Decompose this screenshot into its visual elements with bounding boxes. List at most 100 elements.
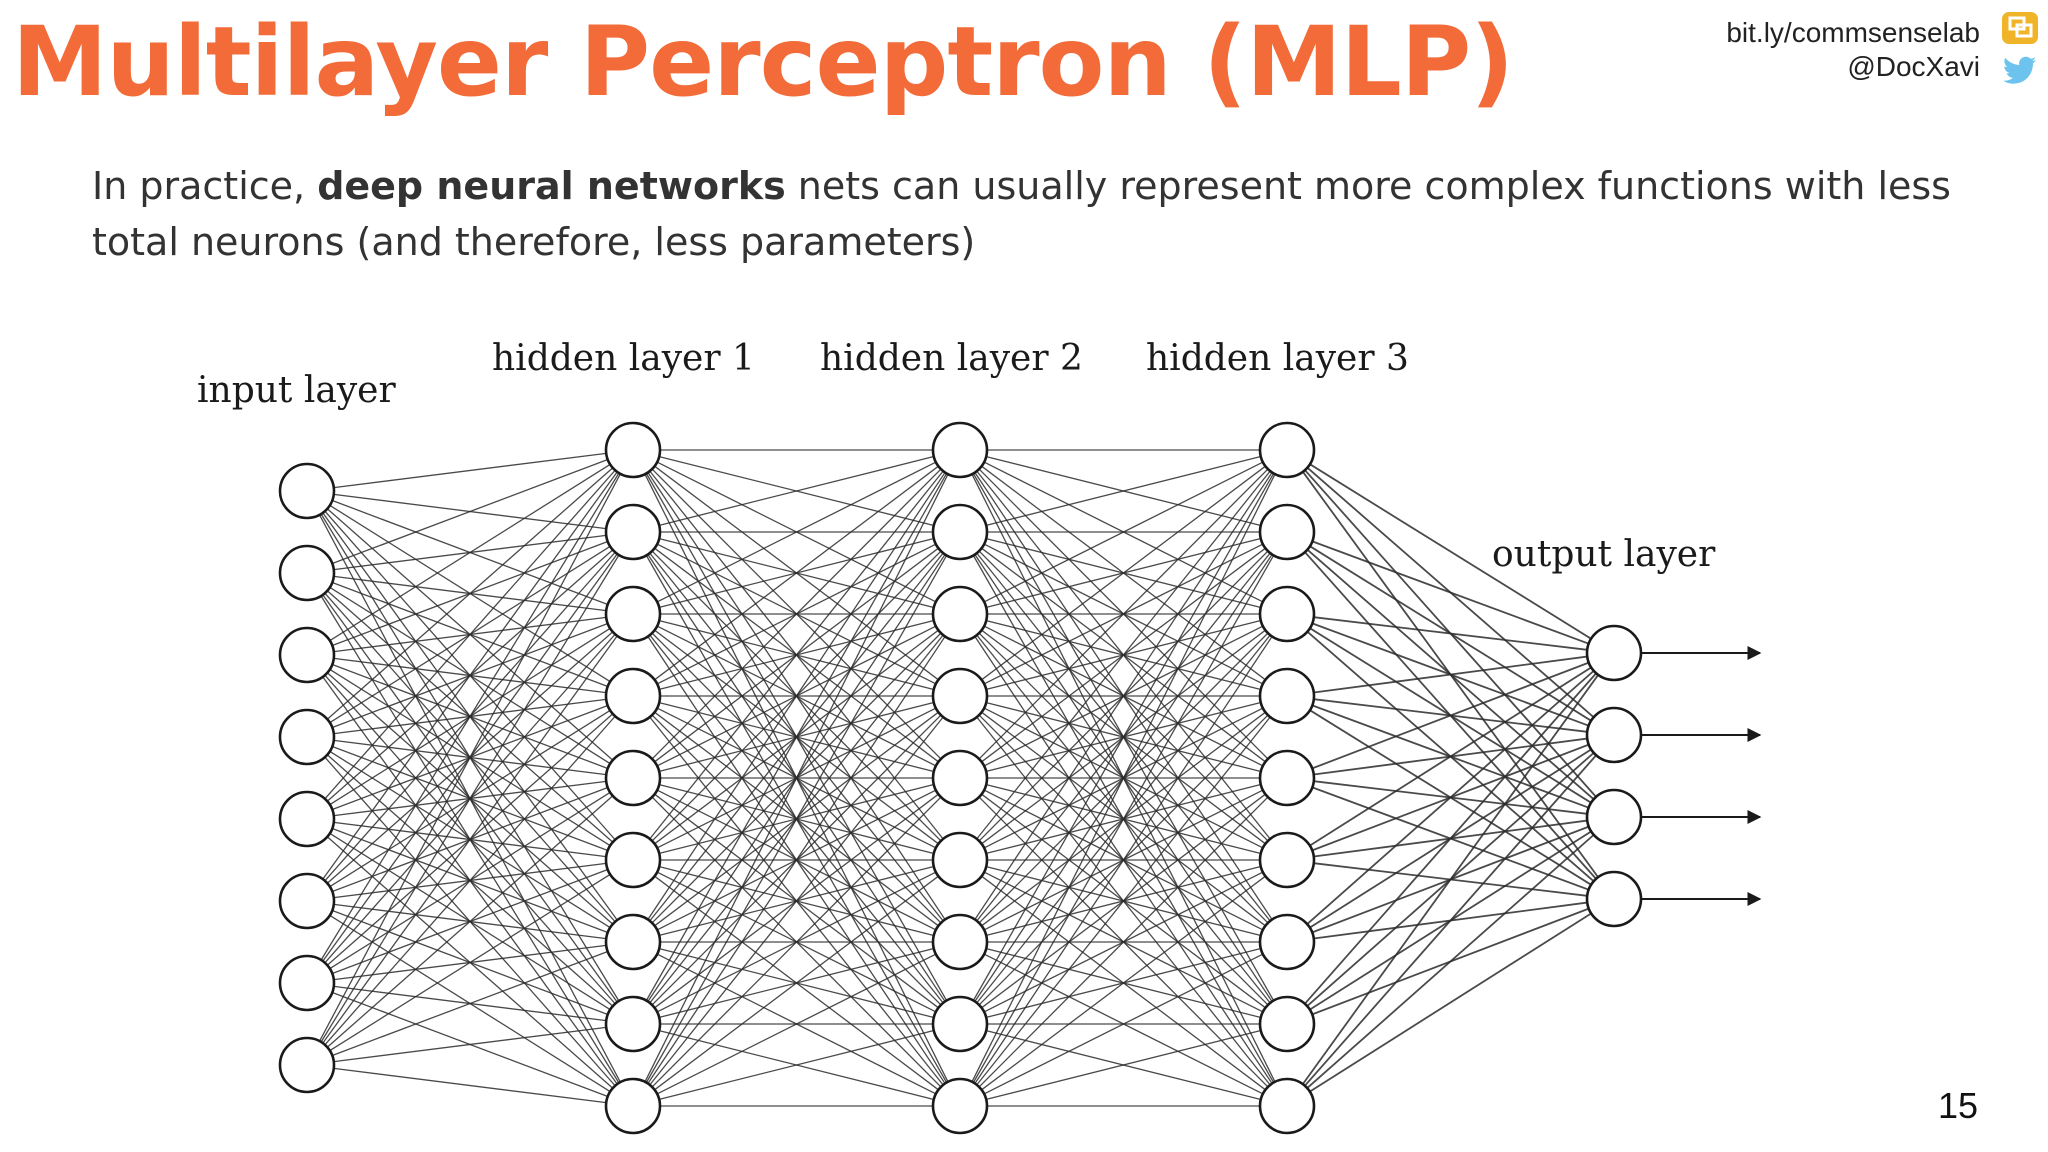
neuron-layer3-0: [1258, 421, 1316, 479]
connection-l3-8-to-2: [1306, 834, 1594, 1089]
neuron-layer1-0: [604, 421, 662, 479]
connection-l2-2-to-0: [983, 462, 1263, 603]
connection-l3-7-to-0: [1304, 673, 1597, 1005]
connection-l2-5-to-0: [976, 471, 1271, 840]
connection-l3-0-to-0: [1309, 463, 1591, 639]
connection-l0-7-to-5: [329, 874, 610, 1052]
neuron-layer2-6: [931, 913, 989, 971]
connection-l1-7-to-0: [645, 473, 947, 1001]
connection-l1-8-to-5: [654, 876, 938, 1091]
connection-l2-6-to-0: [974, 472, 1273, 920]
connection-l1-8-to-2: [647, 636, 946, 1084]
connection-l0-0-to-0: [333, 452, 606, 489]
neuron-layer2-4: [931, 749, 989, 807]
connection-l3-4-to-0: [1311, 662, 1589, 770]
neuron-layer2-3: [931, 667, 989, 725]
connection-l3-8-to-1: [1304, 755, 1597, 1087]
layer-label-input: input layer: [197, 370, 396, 411]
body-suffix: nets can usually represent more complex …: [92, 164, 1951, 264]
connection-l1-8-to-4: [651, 797, 941, 1088]
layer-label-hidden-2: hidden layer 2: [820, 338, 1083, 379]
neuron-layer4-2: [1585, 788, 1643, 846]
credits: bit.ly/commsenselab @DocXavi: [1726, 16, 1980, 84]
connection-l1-8-to-0: [644, 474, 949, 1083]
neuron-layer3-6: [1258, 913, 1316, 971]
neuron-layer4-1: [1585, 706, 1643, 764]
connection-l2-8-to-4: [978, 797, 1268, 1088]
neuron-layer1-3: [604, 667, 662, 725]
connection-l2-8-to-1: [972, 555, 1274, 1083]
connection-l2-8-to-7: [986, 1030, 1260, 1101]
connection-l1-8-to-6: [656, 954, 936, 1095]
neuron-layer0-0: [278, 462, 336, 520]
connection-l1-4-to-0: [651, 469, 941, 760]
connection-l2-7-to-0: [972, 473, 1274, 1001]
credit-handle[interactable]: @DocXavi: [1847, 51, 1980, 82]
neuron-layer3-1: [1258, 503, 1316, 561]
connection-l1-8-to-3: [649, 717, 944, 1086]
neuron-layer0-2: [278, 626, 336, 684]
connection-l0-1-to-0: [332, 459, 608, 565]
connection-l2-8-to-2: [974, 636, 1273, 1084]
credit-link[interactable]: bit.ly/commsenselab: [1726, 17, 1980, 48]
neuron-layer0-7: [278, 1036, 336, 1094]
neuron-layer1-1: [604, 503, 662, 561]
neuron-layer1-8: [604, 1077, 662, 1135]
body-paragraph: In practice, deep neural networks nets c…: [92, 158, 1972, 270]
neuron-layer3-5: [1258, 831, 1316, 889]
neuron-layer2-7: [931, 995, 989, 1053]
connection-l1-8-to-1: [645, 555, 947, 1083]
connection-l2-8-to-5: [981, 876, 1265, 1091]
connection-l2-4-to-0: [978, 469, 1268, 760]
connection-l0-7-to-8: [333, 1067, 606, 1104]
neuron-layer3-7: [1258, 995, 1316, 1053]
connection-l0-7-to-1: [320, 555, 619, 1043]
neuron-layer2-5: [931, 831, 989, 889]
connections: [319, 449, 1599, 1107]
connection-l3-3-to-0: [1313, 655, 1587, 694]
twitter-bird-icon: [2003, 56, 2036, 84]
neuron-layer0-4: [278, 790, 336, 848]
neuron-layer0-5: [278, 872, 336, 930]
connection-l1-5-to-0: [649, 471, 944, 840]
neuron-layer1-2: [604, 585, 662, 643]
neuron-layer1-7: [604, 995, 662, 1053]
neuron-layer1-6: [604, 913, 662, 971]
presentation-icon: [2002, 12, 2038, 44]
neurons: [278, 421, 1643, 1135]
connection-l0-7-to-3: [324, 716, 615, 1046]
neuron-layer1-4: [604, 749, 662, 807]
connection-l1-1-to-0: [659, 456, 933, 527]
connection-l0-5-to-0: [322, 472, 618, 880]
neuron-layer2-0: [931, 421, 989, 479]
neuron-layer2-2: [931, 585, 989, 643]
connection-l0-7-to-0: [319, 474, 621, 1042]
connection-l3-5-to-0: [1309, 667, 1591, 847]
neuron-layer1-5: [604, 831, 662, 889]
neuron-layer3-3: [1258, 667, 1316, 725]
neuron-layer4-0: [1585, 624, 1643, 682]
neuron-layer3-4: [1258, 749, 1316, 807]
connection-l0-6-to-0: [320, 473, 619, 961]
connection-l0-7-to-4: [326, 796, 613, 1048]
connection-l1-2-to-0: [656, 462, 936, 603]
connection-l0-7-to-2: [322, 636, 618, 1044]
connection-l0-4-to-0: [324, 470, 615, 800]
neuron-layer2-8: [931, 1077, 989, 1135]
connection-l0-3-to-0: [326, 468, 613, 720]
neuron-layer0-3: [278, 708, 336, 766]
connection-l0-2-to-0: [329, 464, 610, 642]
neuron-layer4-3: [1585, 870, 1643, 928]
layer-label-hidden-1: hidden layer 1: [492, 338, 755, 379]
connection-l3-8-to-0: [1302, 675, 1599, 1085]
connection-l2-1-to-0: [986, 456, 1260, 527]
connection-l0-7-to-6: [332, 951, 608, 1057]
connection-l3-8-to-3: [1309, 913, 1591, 1093]
neuron-layer2-1: [931, 503, 989, 561]
slide-title: Multilayer Perceptron (MLP): [12, 6, 1514, 118]
body-prefix: In practice,: [92, 164, 318, 208]
neuron-layer3-2: [1258, 585, 1316, 643]
connection-l3-2-to-0: [1313, 616, 1587, 651]
connection-l1-6-to-0: [647, 472, 946, 920]
